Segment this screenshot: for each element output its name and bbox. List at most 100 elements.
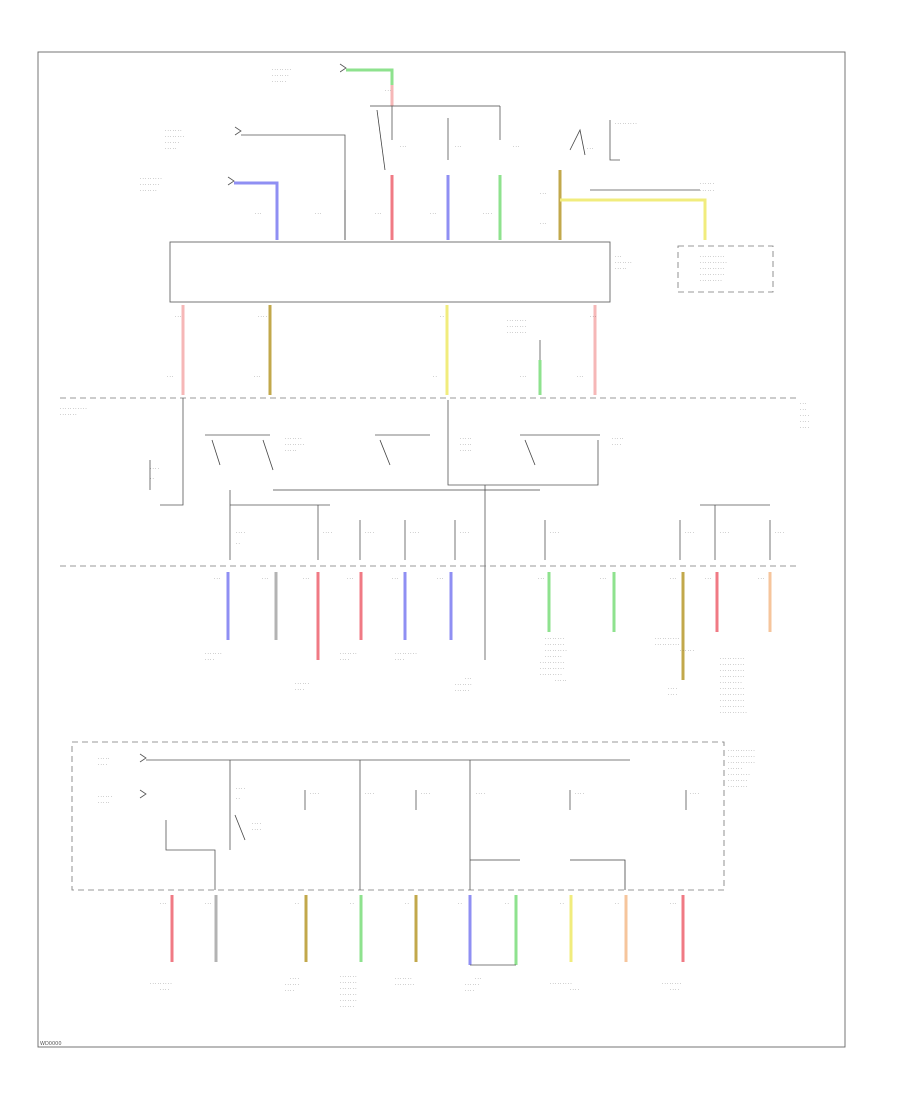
svg-text:· · · · · · ·: · · · · · · · bbox=[272, 73, 289, 78]
system-wires-row-1: · · ·· · ·· · · · · ·· · ·· · · · · ·· ·… bbox=[205, 572, 772, 715]
svg-text:· · · · · · · ·: · · · · · · · · bbox=[507, 324, 526, 329]
svg-text:· · · · · · ·: · · · · · · · bbox=[340, 986, 357, 991]
svg-text:· · · · · · · · · ·: · · · · · · · · · · bbox=[720, 674, 744, 679]
svg-text:· · · · · · · ·: · · · · · · · · bbox=[545, 636, 564, 641]
svg-text:· · ·: · · · bbox=[392, 576, 398, 581]
svg-text:· · · · · ·: · · · · · · bbox=[285, 982, 299, 987]
svg-text:· · ·: · · · bbox=[590, 314, 596, 319]
svg-text:· · · ·: · · · · bbox=[460, 530, 469, 535]
svg-text:· · · · · · · · ·: · · · · · · · · · bbox=[720, 680, 742, 685]
svg-text:· · · ·: · · · · bbox=[310, 791, 319, 796]
svg-text:· · · · · · · · ·: · · · · · · · · · bbox=[615, 121, 637, 126]
svg-text:· ·: · · bbox=[615, 901, 619, 906]
svg-text:· · · · ·: · · · · · bbox=[612, 436, 623, 441]
switch-region: · · · · · · ·· · · · · · · ·· · · · · · … bbox=[149, 398, 623, 660]
svg-text:· · · · · ·: · · · · · · bbox=[700, 181, 714, 186]
svg-text:· · ·: · · · bbox=[670, 901, 676, 906]
svg-text:· · · · · · ·: · · · · · · · bbox=[140, 188, 157, 193]
svg-text:· · · · ·: · · · · · bbox=[98, 756, 109, 761]
svg-text:· · · · · · · · · ·: · · · · · · · · · · bbox=[720, 656, 744, 661]
svg-text:· · · · · · · ·: · · · · · · · · bbox=[165, 134, 184, 139]
svg-text:· · ·: · · · bbox=[577, 374, 583, 379]
svg-text:· · · · · · · · · · ·: · · · · · · · · · · · bbox=[60, 406, 87, 411]
figure-id: WD0000 bbox=[40, 1041, 62, 1047]
svg-text:· · · · ·: · · · · · bbox=[285, 448, 296, 453]
svg-text:· · ·: · · · bbox=[214, 576, 220, 581]
svg-text:· · · ·: · · · · bbox=[252, 827, 261, 832]
svg-text:· · · · · · · ·: · · · · · · · · bbox=[507, 330, 526, 335]
svg-text:· · · ·: · · · · bbox=[258, 314, 267, 319]
svg-text:· · · ·: · · · · bbox=[252, 821, 261, 826]
svg-text:· · · · · · · ·: · · · · · · · · bbox=[507, 318, 526, 323]
svg-text:· · · · · · ·: · · · · · · · bbox=[395, 976, 412, 981]
svg-text:· · · ·: · · · · bbox=[340, 657, 349, 662]
svg-text:· · · ·: · · · · bbox=[550, 530, 559, 535]
svg-text:· · ·: · · · bbox=[615, 254, 621, 259]
svg-text:· · · · · · · ·: · · · · · · · · bbox=[140, 182, 159, 187]
svg-text:· · · · · · · · · ·: · · · · · · · · · · bbox=[720, 668, 744, 673]
svg-text:· · ·: · · · bbox=[205, 901, 211, 906]
svg-text:· · ·: · · · bbox=[670, 576, 676, 581]
svg-text:· · ·: · · · bbox=[167, 374, 173, 379]
svg-text:· · ·: · · · bbox=[455, 144, 461, 149]
svg-text:· · · · · ·: · · · · · · bbox=[340, 1004, 354, 1009]
svg-text:· · · · · · · · ·: · · · · · · · · · bbox=[150, 981, 172, 986]
svg-text:· · · · · · · ·: · · · · · · · · bbox=[545, 642, 564, 647]
svg-text:· · ·: · · · bbox=[254, 374, 260, 379]
svg-text:· · ·: · · · bbox=[255, 211, 261, 216]
svg-text:· · · · ·: · · · · · bbox=[460, 436, 471, 441]
svg-text:· ·: · · bbox=[295, 901, 299, 906]
svg-text:· · · · · · ·: · · · · · · · bbox=[340, 651, 357, 656]
svg-text:· · ·: · · · bbox=[430, 211, 436, 216]
svg-text:· · · ·: · · · · bbox=[670, 987, 679, 992]
svg-text:· · ·: · · · bbox=[705, 576, 711, 581]
svg-text:· · · · · ·: · · · · · · bbox=[728, 766, 742, 771]
svg-text:· · · ·: · · · · bbox=[98, 762, 107, 767]
svg-text:· ·: · · bbox=[350, 901, 354, 906]
svg-text:· · · ·: · · · · bbox=[365, 791, 374, 796]
svg-text:· · · ·: · · · · bbox=[690, 791, 699, 796]
svg-text:· · ·: · · · bbox=[160, 901, 166, 906]
svg-text:· · · · · · · · · ·: · · · · · · · · · · bbox=[540, 660, 564, 665]
svg-text:· · ·: · · · bbox=[375, 211, 381, 216]
control-module-box bbox=[169, 241, 611, 303]
svg-text:· · · ·: · · · · bbox=[720, 530, 729, 535]
svg-text:· · · · · · ·: · · · · · · · bbox=[340, 980, 357, 985]
svg-text:· · · · · · · · · ·: · · · · · · · · · · bbox=[700, 254, 724, 259]
svg-text:· · · · · · ·: · · · · · · · bbox=[285, 436, 302, 441]
svg-text:· · ·: · · · bbox=[475, 976, 481, 981]
svg-text:· · · · · · · ·: · · · · · · · · bbox=[285, 442, 304, 447]
svg-text:· · ·: · · · bbox=[400, 144, 406, 149]
svg-text:· · · · · · · · ·: · · · · · · · · · bbox=[550, 981, 572, 986]
system-wires-row-2: · · · · · · · · · · · · · · · · · · · · · · · … bbox=[150, 895, 685, 1009]
svg-text:· · · · · · · · ·: · · · · · · · · · bbox=[540, 672, 562, 677]
svg-text:· ·: · · bbox=[150, 476, 154, 481]
svg-text:· · · · · · · · · ·: · · · · · · · · · · bbox=[700, 272, 724, 277]
svg-text:· · · · ·: · · · · · bbox=[615, 266, 626, 271]
svg-text:· ·: · · bbox=[458, 901, 462, 906]
svg-text:· · · ·: · · · · bbox=[483, 211, 492, 216]
svg-text:· · · ·: · · · · bbox=[800, 413, 809, 418]
svg-text:· · · · ·: · · · · · bbox=[555, 678, 566, 683]
svg-text:· · · ·: · · · · bbox=[365, 530, 374, 535]
svg-text:· · · · · · · ·: · · · · · · · · bbox=[728, 784, 747, 789]
svg-text:· · · · · · ·: · · · · · · · bbox=[340, 974, 357, 979]
bottom-dashed-box bbox=[71, 741, 725, 891]
svg-text:· · · ·: · · · · bbox=[285, 988, 294, 993]
svg-text:· · ·: · · · bbox=[540, 191, 546, 196]
svg-text:· · · · · · ·: · · · · · · · bbox=[340, 992, 357, 997]
svg-text:· · · ·: · · · · bbox=[295, 687, 304, 692]
svg-text:· · · · · · · ·: · · · · · · · · bbox=[272, 67, 291, 72]
svg-text:· · · ·: · · · · bbox=[160, 987, 169, 992]
svg-text:· · · · · · · · · · ·: · · · · · · · · · · · bbox=[700, 260, 727, 265]
svg-text:· · · · · · · · · ·: · · · · · · · · · · bbox=[720, 704, 744, 709]
svg-text:· · · · · · · · ·: · · · · · · · · · bbox=[545, 648, 567, 653]
svg-text:· · · · · · · · · ·: · · · · · · · · · · bbox=[720, 698, 744, 703]
svg-text:· · · · · · · ·: · · · · · · · · bbox=[395, 982, 414, 987]
svg-text:· · · ·: · · · · bbox=[236, 530, 245, 535]
svg-text:· · · · · ·: · · · · · · bbox=[165, 140, 179, 145]
svg-text:· · · · · · · · · ·: · · · · · · · · · · bbox=[655, 642, 679, 647]
svg-text:· · ·: · · · bbox=[347, 576, 353, 581]
svg-text:· · · · · · ·: · · · · · · · bbox=[165, 128, 182, 133]
